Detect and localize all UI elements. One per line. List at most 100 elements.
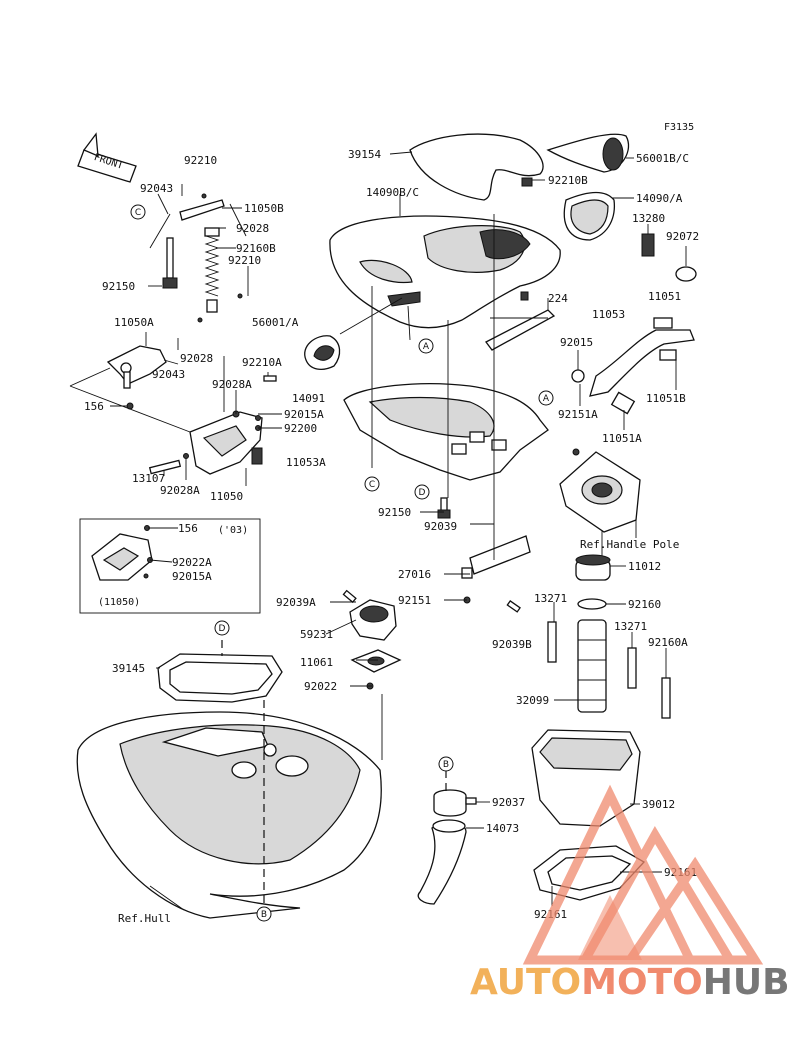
label-11012: 11012 [628,560,661,573]
label-92210b: 92210 [228,254,261,267]
bolt-92150 [162,237,178,289]
figure-code: F3135 [664,122,694,133]
callout-b-lower: B [256,906,272,922]
ring-92160 [577,598,607,610]
damper-92160B [204,227,220,313]
gasket-11061 [350,649,402,673]
label-ref-handle-pole: Ref.Handle Pole [580,538,679,551]
label-92160A: 92160A [648,636,688,649]
label-ref-hull: Ref.Hull [118,912,171,925]
label-224: 224 [548,292,568,305]
cover-39154 [409,133,544,201]
svg-text:C: C [135,208,141,218]
label-11051: 11051 [648,290,681,303]
label-156: 156 [84,400,104,413]
callout-b-center: B [438,756,454,772]
label-92210: 92210 [184,154,217,167]
watermark-hub: HUB [702,962,790,1003]
inset-caption: (11050) [98,597,140,608]
label-92200: 92200 [284,422,317,435]
label-39154: 39154 [348,148,381,161]
vent-59231 [349,599,397,641]
label-92022A: 92022A [172,556,212,569]
watermark-auto: AUTO [470,962,582,1003]
handle-pole-boot [559,448,641,533]
svg-text:C: C [369,480,375,490]
bracket-27016 [461,535,531,579]
front-arrow-icon: FRONT [77,132,137,183]
label-11061: 11061 [300,656,333,669]
svg-text:A: A [423,342,430,352]
label-92028Ab: 92028A [160,484,200,497]
strip-92160A [661,677,671,719]
part-labels: 92210 92043 11050B 92028 92160B 92210 92… [84,148,699,925]
label-92028A: 92028A [212,378,252,391]
hatch-cover-14090BC [329,215,561,329]
strip-13271b [627,647,637,689]
label-14073: 14073 [486,822,519,835]
label-13271: 13271 [534,592,567,605]
strip-13271 [547,621,557,663]
label-39145: 39145 [112,662,145,675]
svg-text:D: D [219,624,226,634]
label-11053A: 11053A [286,456,326,469]
label-92039B: 92039B [492,638,532,651]
label-13280 [641,233,655,257]
bracket-11050B [149,199,247,249]
leader-lines [110,151,687,911]
callout-c-center: C [364,476,380,492]
svg-text:B: B [443,760,449,770]
base-bracket-11050 [189,411,263,475]
tube-32099 [577,619,607,713]
label-92015Ab: 92015A [172,570,212,583]
label-92015A: 92015A [284,408,324,421]
label-92160B: 92160B [236,242,276,255]
inset-year-note: ('03) [218,525,248,536]
label-92015: 92015 [560,336,593,349]
label-92039: 92039 [424,520,457,533]
label-92151A: 92151A [558,408,598,421]
label-92043b: 92043 [152,368,185,381]
svg-text:D: D [419,488,426,498]
label-11051A: 11051A [602,432,642,445]
arm-11051 [571,317,695,415]
label-11050A: 11050A [114,316,154,329]
watermark-text: AUTOMOTOHUB [470,962,790,1003]
label-92028: 92028 [236,222,269,235]
callout-d-center: D [414,484,430,500]
ring-92072 [675,266,697,282]
seat-56001BC [546,133,630,173]
label-27016: 27016 [398,568,431,581]
label-92160: 92160 [628,598,661,611]
callout-c-top: C [130,204,146,220]
cap-11012 [575,554,611,581]
seat-56001A [304,335,341,371]
emblem-14091 [387,291,421,307]
label-92022: 92022 [304,680,337,693]
label-92039A: 92039A [276,596,316,609]
label-39012: 39012 [642,798,675,811]
bolt-13107 [148,459,182,475]
inset-box: ('03) (11050) [79,518,261,614]
label-14090A: 14090/A [636,192,683,205]
watermark-logo-icon [522,784,764,965]
label-11051B: 11051B [646,392,686,405]
label-92072: 92072 [666,230,699,243]
label-92210B: 92210B [548,174,588,187]
callout-d-lower: D [214,620,230,636]
label-92210A: 92210A [242,356,282,369]
label-92150: 92150 [102,280,135,293]
label-92150b: 92150 [378,506,411,519]
label-92151: 92151 [398,594,431,607]
label-11050: 11050 [210,490,243,503]
pad-14090A [563,191,616,241]
label-11050B: 11050B [244,202,284,215]
label-13271b: 13271 [614,620,647,633]
bar-11053 [485,309,556,351]
label-14091: 14091 [292,392,325,405]
label-156b: 156 [178,522,198,535]
bracket-11050A [106,345,167,389]
hose-14073 [417,819,467,905]
label-56001BC: 56001B/C [636,152,689,165]
